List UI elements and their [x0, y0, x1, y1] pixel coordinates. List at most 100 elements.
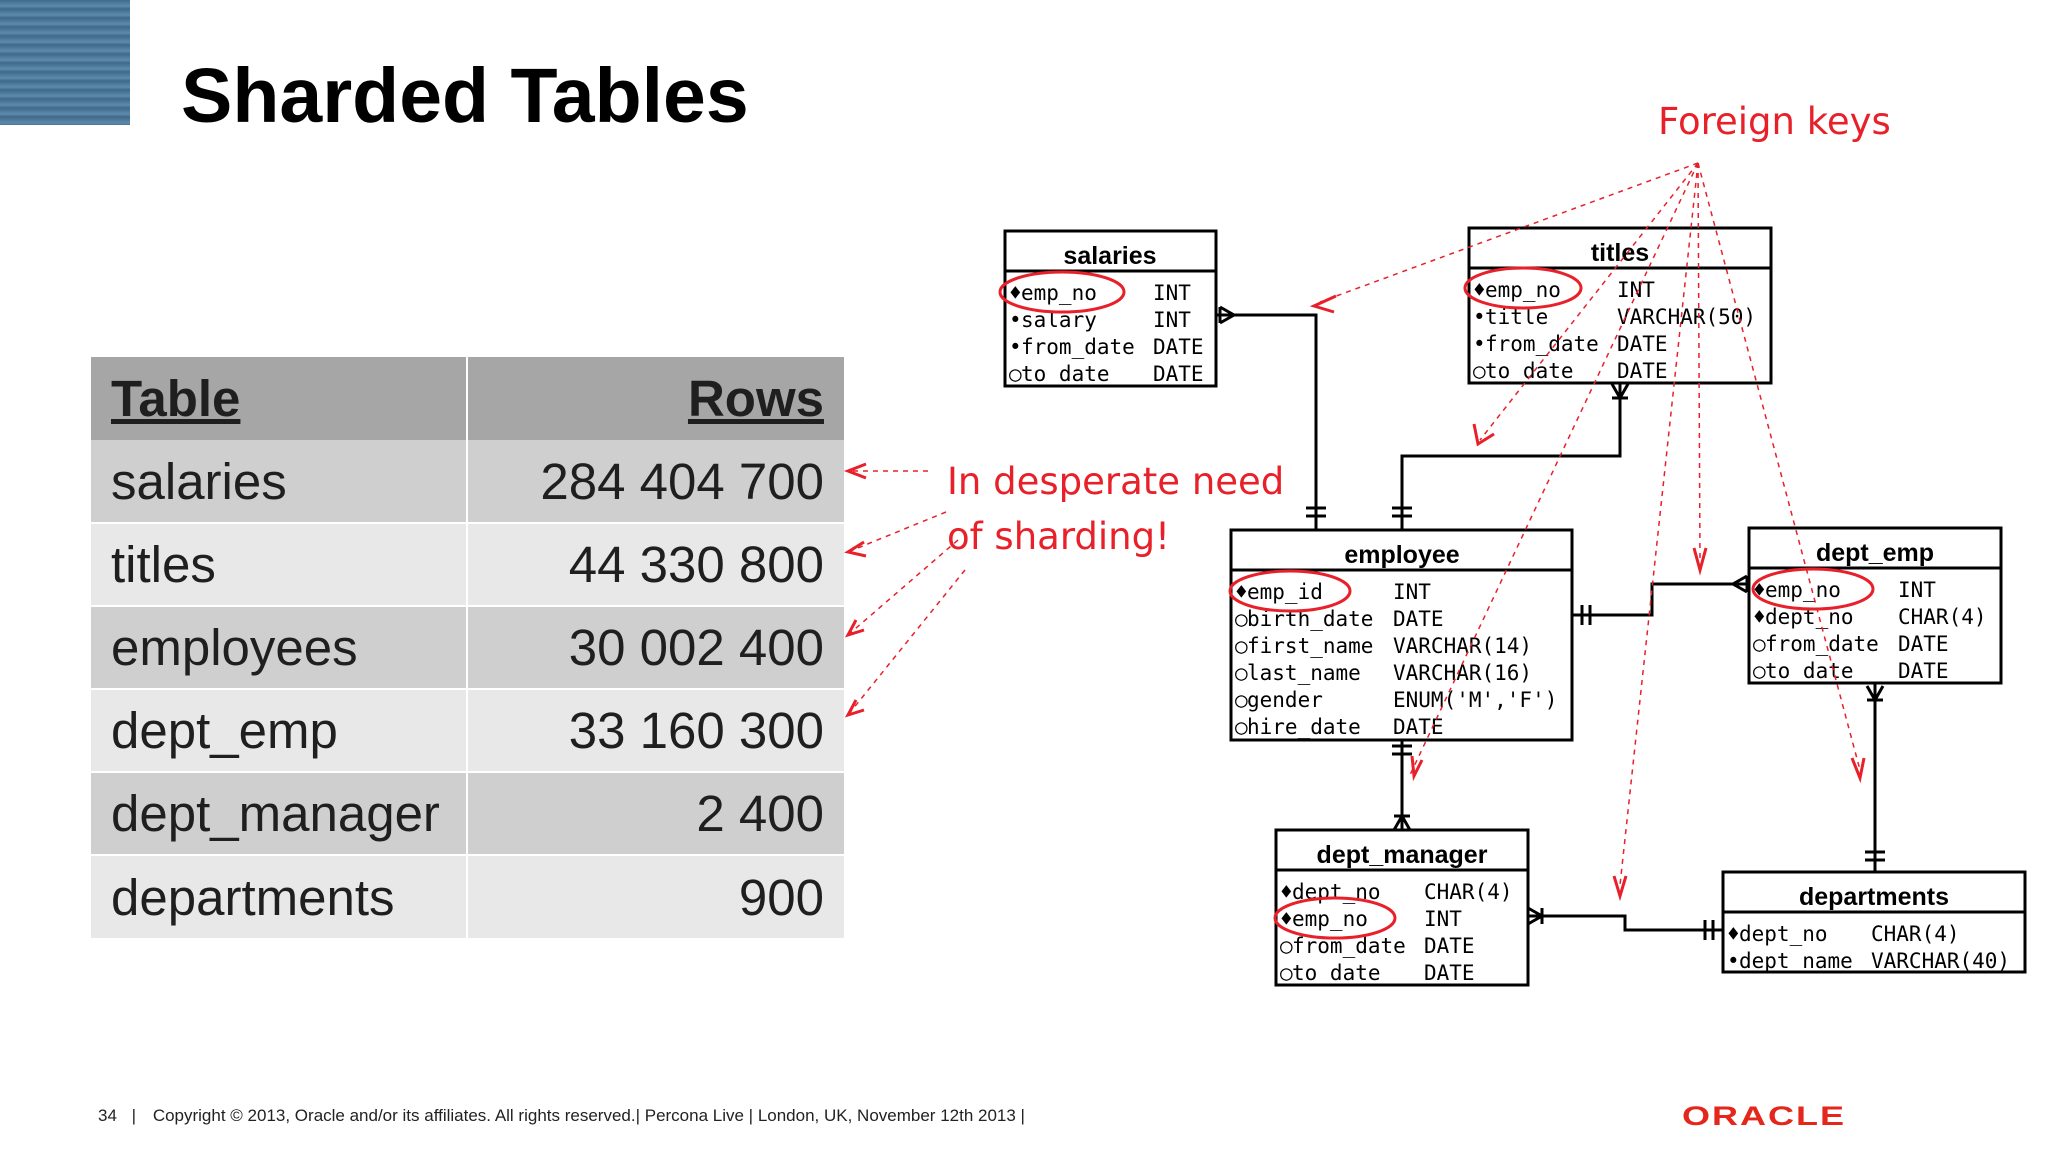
table-row: titles 44 330 800 [91, 522, 844, 606]
entity-title: employee [1344, 541, 1459, 569]
table-name-cell: salaries [91, 440, 467, 523]
field-type: DATE [1424, 961, 1475, 985]
field-marker: ○ [1280, 934, 1293, 958]
field-marker: ○ [1235, 715, 1248, 739]
table-header-row: Table Rows [91, 357, 844, 440]
entity-dept-emp: dept_emp ♦ emp_no INT ♦ dept_no CHAR(4) … [1747, 526, 2003, 685]
field-name: from_date [1485, 332, 1599, 356]
field-type: INT [1153, 281, 1191, 305]
table-name-cell: departments [91, 854, 467, 938]
field-type: DATE [1617, 332, 1668, 356]
field-name: dept_name [1739, 949, 1853, 973]
field-name: to_date [1292, 961, 1381, 985]
table-row: dept_manager 2 400 [91, 771, 844, 855]
oracle-logo: ORACLE [1682, 1100, 1846, 1131]
field-type: VARCHAR(50) [1617, 305, 1756, 329]
field-name: hire_date [1247, 715, 1361, 739]
field-type: CHAR(4) [1871, 922, 1960, 946]
entity-salaries: salaries ♦ emp_no INT • salary INT • fro… [1003, 229, 1218, 388]
field-type: INT [1898, 578, 1936, 602]
field-type: CHAR(4) [1898, 605, 1987, 629]
row-count-cell: 284 404 700 [466, 440, 844, 523]
field-marker: ♦ [1753, 605, 1766, 629]
field-marker: ♦ [1009, 281, 1022, 305]
rel-titles-employee [1400, 382, 1622, 530]
field-marker: ○ [1753, 632, 1766, 656]
footer-separator: | [131, 1106, 137, 1125]
entity-title: titles [1591, 239, 1649, 267]
field-name: from_date [1021, 335, 1135, 359]
field-marker: ○ [1753, 659, 1766, 683]
fk-circle-dept-emp [1751, 567, 1875, 611]
field-marker: ♦ [1473, 278, 1486, 302]
entity-title: dept_manager [1317, 841, 1488, 869]
fk-circle-titles [1463, 266, 1583, 310]
field-marker: ○ [1235, 661, 1248, 685]
rel-departments-deptmanager [1528, 914, 1723, 932]
field-name: emp_no [1765, 578, 1841, 602]
corner-accent-block [0, 0, 130, 125]
row-count-cell: 33 160 300 [466, 688, 844, 772]
field-type: DATE [1393, 607, 1444, 631]
field-type: INT [1424, 907, 1462, 931]
fk-circle-dept-manager [1273, 896, 1397, 940]
table-name-cell: dept_emp [91, 688, 467, 772]
field-marker: ○ [1235, 688, 1248, 712]
field-name: last_name [1247, 661, 1361, 685]
table-row: salaries 284 404 700 [91, 440, 844, 523]
entity-title: salaries [1063, 242, 1156, 270]
fk-circle-employee [1228, 569, 1352, 613]
field-type: DATE [1617, 359, 1668, 383]
table-name-cell: dept_manager [91, 771, 467, 855]
table-row: employees 30 002 400 [91, 605, 844, 689]
row-count-cell: 900 [466, 854, 844, 938]
field-type: ENUM('M','F') [1393, 688, 1557, 712]
field-type: DATE [1898, 632, 1949, 656]
table-name-cell: employees [91, 605, 467, 689]
annotation-foreign-keys: Foreign keys [1658, 100, 1891, 143]
row-count-cell: 30 002 400 [466, 605, 844, 689]
field-type: DATE [1153, 335, 1204, 359]
field-marker: ○ [1235, 607, 1248, 631]
rel-salaries-employee [1216, 313, 1318, 530]
field-marker: ○ [1009, 362, 1022, 386]
annotation-sharding-line1: In desperate need [947, 460, 1285, 503]
field-type: CHAR(4) [1424, 880, 1513, 904]
table-row: dept_emp 33 160 300 [91, 688, 844, 772]
fk-highlight-circles [998, 266, 1875, 940]
annotation-arrowheads [843, 294, 1866, 902]
field-marker: ○ [1280, 961, 1293, 985]
field-name: first_name [1247, 634, 1373, 658]
field-marker: ♦ [1235, 580, 1248, 604]
field-name: to_date [1485, 359, 1574, 383]
field-type: DATE [1393, 715, 1444, 739]
row-count-cell: 44 330 800 [466, 522, 844, 606]
entity-departments: departments ♦ dept_no CHAR(4) • dept_nam… [1721, 870, 2027, 974]
entity-dept-manager: dept_manager ♦ dept_no CHAR(4) ♦ emp_no … [1274, 828, 1530, 987]
field-type: INT [1393, 580, 1431, 604]
entity-title: dept_emp [1816, 539, 1934, 567]
field-name: from_date [1765, 632, 1879, 656]
field-name: gender [1247, 688, 1323, 712]
field-marker: • [1009, 335, 1022, 359]
table-header-table: Table [91, 357, 467, 440]
field-type: DATE [1153, 362, 1204, 386]
field-marker: • [1727, 949, 1740, 973]
annotation-pointers [847, 162, 1861, 886]
entity-title: departments [1799, 883, 1949, 911]
row-count-table: Table Rows salaries 284 404 700 titles 4… [91, 357, 844, 938]
field-type: INT [1153, 308, 1191, 332]
field-type: INT [1617, 278, 1655, 302]
field-name: emp_no [1021, 281, 1097, 305]
row-count-cell: 2 400 [466, 771, 844, 855]
slide-title: Sharded Tables [181, 53, 749, 139]
entity-employee: employee ♦ emp_id INT ○ birth_date DATE … [1229, 528, 1574, 742]
field-marker: ○ [1235, 634, 1248, 658]
field-name: to_date [1021, 362, 1110, 386]
entity-titles: titles ♦ emp_no INT • title VARCHAR(50) … [1467, 226, 1773, 385]
field-marker: ♦ [1280, 907, 1293, 931]
field-name: emp_no [1292, 907, 1368, 931]
rel-employee-deptemp [1572, 582, 1747, 617]
field-type: VARCHAR(40) [1871, 949, 2010, 973]
